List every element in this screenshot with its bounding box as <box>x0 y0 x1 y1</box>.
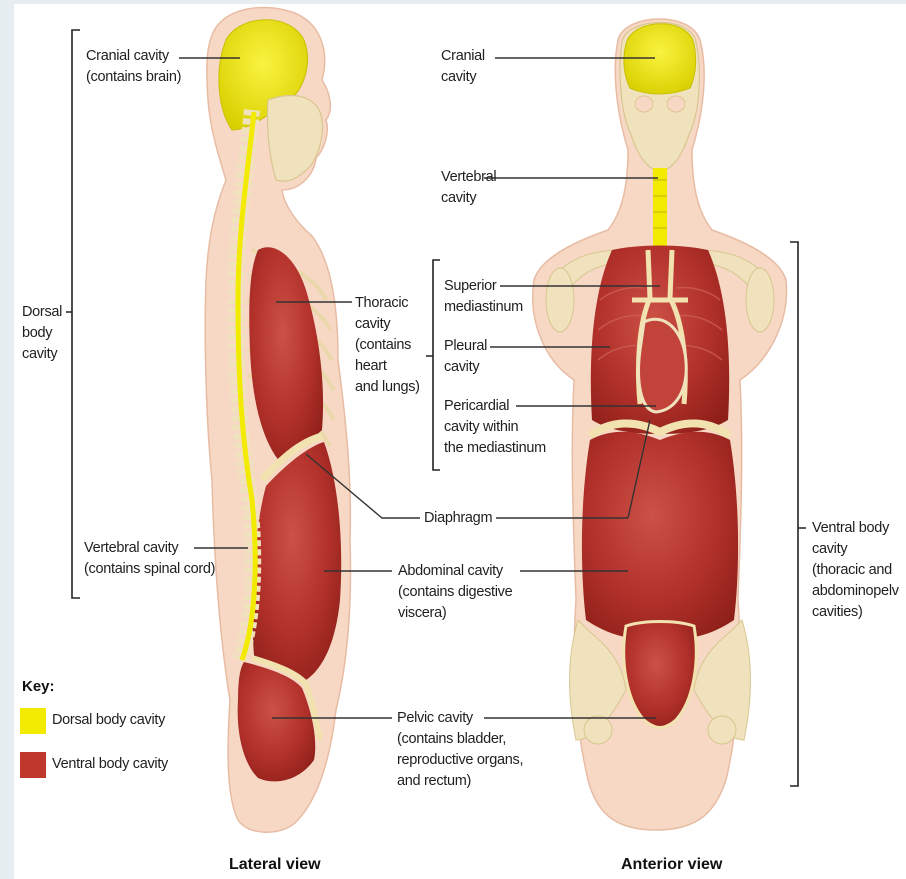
anterior-abdominal-cavity <box>582 432 738 640</box>
dorsal-line3: cavity <box>22 344 62 365</box>
vertebral-left-line2: (contains spinal cord) <box>84 559 215 580</box>
lateral-view-caption: Lateral view <box>229 856 321 874</box>
abdominal-line1: Abdominal cavity <box>398 561 512 582</box>
anterior-eye-right <box>667 96 685 112</box>
cranial-left-line1: Cranial cavity <box>86 46 181 67</box>
pleural-line2: cavity <box>444 357 487 378</box>
pleural-cavity-label: Pleural cavity <box>444 336 487 378</box>
abdominal-line2: (contains digestive <box>398 582 512 603</box>
ventral-body-cavity-label: Ventral body cavity (thoracic and abdomi… <box>812 518 906 623</box>
thoracic-line5: and lungs) <box>355 377 420 398</box>
ventral-line4: abdominopelv <box>812 581 906 602</box>
pericardial-line2: cavity within <box>444 417 546 438</box>
ventral-line5: cavities) <box>812 602 906 623</box>
pleural-line1: Pleural <box>444 336 487 357</box>
ventral-key-label: Ventral body cavity <box>52 754 168 775</box>
superior-line2: mediastinum <box>444 297 523 318</box>
ventral-bracket <box>790 242 806 786</box>
cranial-right-line2: cavity <box>441 67 485 88</box>
pelvic-line4: and rectum) <box>397 771 523 792</box>
cranial-right-line1: Cranial <box>441 46 485 67</box>
key-title: Key: <box>22 678 55 695</box>
pelvic-line1: Pelvic cavity <box>397 708 523 729</box>
dorsal-line2: body <box>22 323 62 344</box>
anterior-cranial-cavity <box>624 24 696 94</box>
dorsal-body-cavity-label: Dorsal body cavity <box>22 302 62 365</box>
cranial-left-line2: (contains brain) <box>86 67 181 88</box>
vertebral-right-line1: Vertebral <box>441 167 496 188</box>
thoracic-line3: (contains <box>355 335 420 356</box>
anterior-view-caption: Anterior view <box>621 856 722 874</box>
thoracic-line1: Thoracic <box>355 293 420 314</box>
abdominal-cavity-label: Abdominal cavity (contains digestive vis… <box>398 561 512 624</box>
lateral-skull <box>267 96 322 182</box>
pelvic-cavity-label: Pelvic cavity (contains bladder, reprodu… <box>397 708 523 792</box>
pericardial-cavity-label: Pericardial cavity within the mediastinu… <box>444 396 546 459</box>
ventral-line2: cavity <box>812 539 906 560</box>
dorsal-key-swatch <box>20 708 46 734</box>
pelvic-line3: reproductive organs, <box>397 750 523 771</box>
thoracic-cavity-label: Thoracic cavity (contains heart and lung… <box>355 293 420 398</box>
vertebral-left-line1: Vertebral cavity <box>84 538 215 559</box>
thoracic-inner-bracket <box>426 260 440 470</box>
dorsal-key-label: Dorsal body cavity <box>52 710 165 731</box>
lateral-figure <box>205 7 350 832</box>
diaphragm-label: Diaphragm <box>424 508 492 529</box>
pericardial-line3: the mediastinum <box>444 438 546 459</box>
ventral-line1: Ventral body <box>812 518 906 539</box>
dorsal-bracket <box>66 30 80 598</box>
anterior-figure <box>533 19 787 830</box>
diaphragm-text: Diaphragm <box>424 508 492 529</box>
superior-line1: Superior <box>444 276 523 297</box>
vertebral-right-line2: cavity <box>441 188 496 209</box>
anterior-pericardial-cavity <box>639 319 687 412</box>
thoracic-line2: cavity <box>355 314 420 335</box>
ventral-key-swatch <box>20 752 46 778</box>
cranial-cavity-left-label: Cranial cavity (contains brain) <box>86 46 181 88</box>
ventral-line3: (thoracic and <box>812 560 906 581</box>
superior-mediastinum-label: Superior mediastinum <box>444 276 523 318</box>
thoracic-line4: heart <box>355 356 420 377</box>
anterior-eye-left <box>635 96 653 112</box>
pelvic-line2: (contains bladder, <box>397 729 523 750</box>
dorsal-line1: Dorsal <box>22 302 62 323</box>
vertebral-cavity-right-label: Vertebral cavity <box>441 167 496 209</box>
pericardial-line1: Pericardial <box>444 396 546 417</box>
vertebral-cavity-left-label: Vertebral cavity (contains spinal cord) <box>84 538 215 580</box>
abdominal-line3: viscera) <box>398 603 512 624</box>
cranial-cavity-right-label: Cranial cavity <box>441 46 485 88</box>
